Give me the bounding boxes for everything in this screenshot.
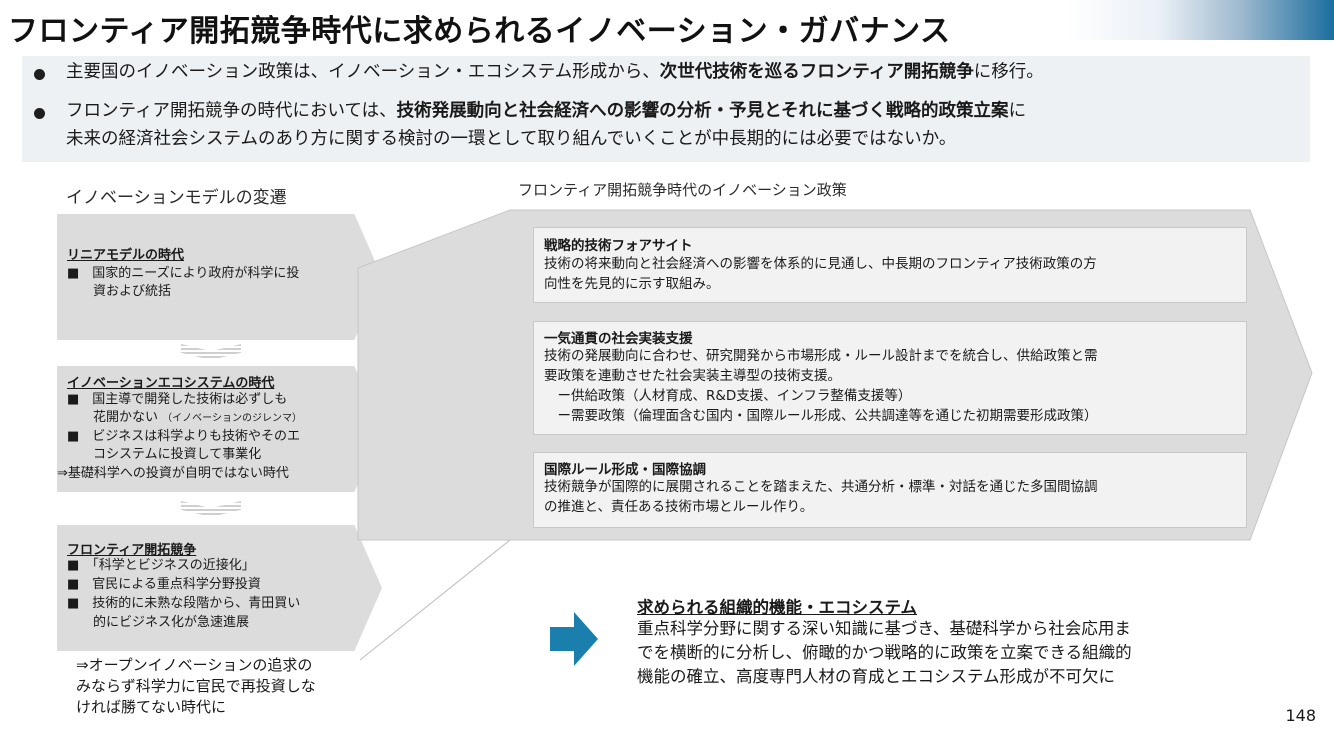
- title-accent-bar: [1066, 0, 1334, 40]
- linear-model-item: ■ 国家的ニーズにより政府が科学に投: [67, 266, 300, 281]
- policy-card: 一気通貫の社会実装支援 技術の発展動向に合わせ、研究開発から市場形成・ルール設計…: [533, 321, 1247, 435]
- left-conclusion-line: ⇒オープンイノベーションの追求の: [76, 656, 313, 674]
- org-function-line: 機能の確立、高度専門人材の育成とエコシステム形成が不可欠に: [637, 667, 1116, 686]
- ecosystem-model-item: ■ 国主導で開発した技術は必ずしも: [67, 392, 288, 407]
- org-function-line: 重点科学分野に関する深い知識に基づき、基礎科学から社会応用ま: [637, 619, 1131, 638]
- bullet-dot: [34, 108, 45, 119]
- org-function-heading: 求められる組織的機能・エコシステム: [637, 598, 918, 617]
- policy-card-heading: 戦略的技術フォアサイト: [544, 238, 693, 254]
- policy-card-line: ー供給政策（人材育成、R&D支援、インフラ整備支援等）: [544, 388, 912, 404]
- ecosystem-model-heading: イノベーションエコシステムの時代: [67, 376, 275, 391]
- ecosystem-model-item: ■ ビジネスは科学よりも技術やそのエ: [67, 429, 301, 444]
- org-function-body: 重点科学分野に関する深い知識に基づき、基礎科学から社会応用ま でを横断的に分析し…: [637, 617, 1132, 689]
- ecosystem-model-note: （イノベーションのジレンマ）: [162, 413, 302, 424]
- left-section-title: イノベーションモデルの変遷: [66, 188, 287, 208]
- org-function-line: でを横断的に分析し、俯瞰的かつ戦略的に政策を立案できる組織的: [637, 643, 1132, 662]
- policy-card-heading: 国際ルール形成・国際協調: [544, 462, 706, 478]
- summary-text: に移行。: [973, 62, 1044, 82]
- frontier-competition-item: ■ 「科学とビジネスの近接化」: [67, 558, 255, 573]
- bullet-dot: [34, 69, 45, 80]
- policy-card-line: の推進と、責任ある技術市場とルール作り。: [544, 499, 814, 515]
- summary-bullet-1: 主要国のイノベーション政策は、イノベーション・エコシステム形成から、次世代技術を…: [66, 58, 1044, 86]
- right-section-title: フロンティア開拓競争時代のイノベーション政策: [518, 181, 847, 199]
- connector-line-bottom: [359, 539, 511, 661]
- summary-bullet-2-line-2: 未来の経済社会システムのあり方に関する検討の一環として取り組んでいくことが中長期…: [66, 129, 957, 149]
- ecosystem-model-item: コシステムに投資して事業化: [67, 447, 262, 462]
- page-title: フロンティア開拓競争時代に求められるイノベーション・ガバナンス: [8, 14, 951, 49]
- left-conclusion-line: ければ勝てない時代に: [76, 698, 227, 716]
- policy-card-line: 要政策を連動させた社会実装主導型の技術支援。: [544, 368, 841, 384]
- policy-card-line: 技術の将来動向と社会経済への影響を体系的に見通し、中長期のフロンティア技術政策の…: [544, 256, 1097, 272]
- frontier-competition-item: 的にビジネス化が急速進展: [67, 615, 250, 630]
- frontier-competition-box: フロンティア開拓競争 ■ 「科学とビジネスの近接化」 ■ 官民による重点科学分野…: [57, 525, 382, 651]
- left-conclusion-line: みならず科学力に官民で再投資しな: [76, 677, 316, 695]
- summary-text: に: [1008, 101, 1027, 121]
- frontier-competition-item: ■ 官民による重点科学分野投資: [67, 577, 261, 592]
- linear-model-item: 資および統括: [67, 284, 172, 299]
- ecosystem-model-box: イノベーションエコシステムの時代 ■ 国主導で開発した技術は必ずしも 花開かない…: [57, 366, 382, 492]
- ecosystem-model-item: 花開かない （イノベーションのジレンマ）: [67, 409, 302, 428]
- ecosystem-model-text: 花開かない: [67, 410, 159, 425]
- chevron-down-icon: [181, 344, 241, 360]
- chevron-down-icon: [181, 501, 241, 517]
- summary-bullet-2: フロンティア開拓競争の時代においては、技術発展動向と社会経済への影響の分析・予見…: [66, 97, 1026, 125]
- policy-card-line: 技術の発展動向に合わせ、研究開発から市場形成・ルール設計までを統合し、供給政策と…: [544, 348, 1098, 364]
- summary-text: 主要国のイノベーション政策は、イノベーション・エコシステム形成から、: [66, 62, 660, 82]
- page-number: 148: [1285, 706, 1316, 725]
- summary-emphasis: 次世代技術を巡るフロンティア開拓競争: [659, 62, 974, 82]
- policy-card: 国際ルール形成・国際協調 技術競争が国際的に展開されることを踏まえた、共通分析・…: [533, 452, 1247, 528]
- frontier-competition-item: ■ 技術的に未熟な段階から、青田買い: [67, 596, 301, 611]
- policy-card-line: 向性を先見的に示す取組み。: [544, 276, 720, 292]
- right-arrow-icon: [550, 612, 598, 666]
- ecosystem-model-conclusion: ⇒基礎科学への投資が自明ではない時代: [57, 466, 289, 481]
- summary-emphasis: 技術発展動向と社会経済への影響の分析・予見とそれに基づく戦略的政策立案: [396, 101, 1009, 121]
- summary-box: 主要国のイノベーション政策は、イノベーション・エコシステム形成から、次世代技術を…: [22, 56, 1310, 162]
- summary-text: フロンティア開拓競争の時代においては、: [66, 101, 397, 121]
- frontier-competition-heading: フロンティア開拓競争: [67, 543, 197, 558]
- policy-card: 戦略的技術フォアサイト 技術の将来動向と社会経済への影響を体系的に見通し、中長期…: [533, 227, 1247, 303]
- policy-card-heading: 一気通貫の社会実装支援: [544, 331, 693, 347]
- left-conclusion: ⇒オープンイノベーションの追求の みならず科学力に官民で再投資しな ければ勝てな…: [76, 655, 316, 718]
- policy-card-line: ー需要政策（倫理面含む国内・国際ルール形成、公共調達等を通じた初期需要形成政策）: [544, 408, 1098, 424]
- policy-card-line: 技術競争が国際的に展開されることを踏まえた、共通分析・標準・対話を通じた多国間協…: [544, 479, 1098, 495]
- linear-model-box: リニアモデルの時代 ■ 国家的ニーズにより政府が科学に投 資および統括: [57, 214, 382, 340]
- linear-model-heading: リニアモデルの時代: [67, 248, 185, 263]
